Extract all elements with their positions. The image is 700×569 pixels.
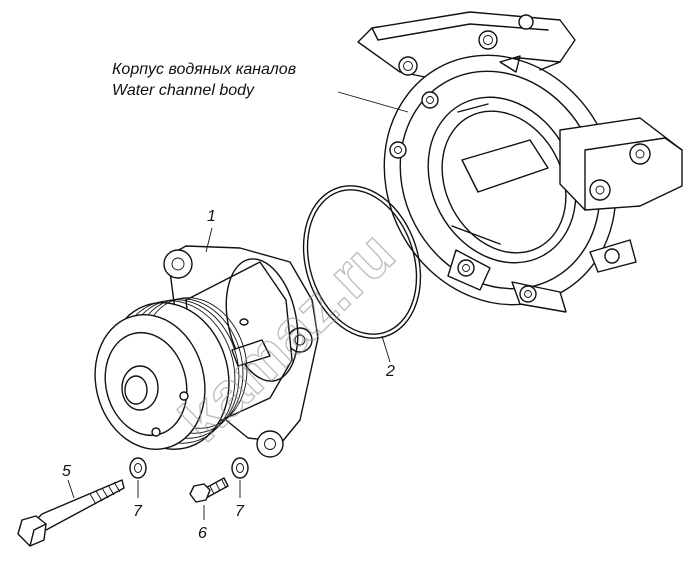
housing-title-en: Water channel body <box>112 82 255 99</box>
washer-left <box>129 457 147 479</box>
label-part-1: 1 <box>207 208 216 225</box>
o-ring <box>302 185 422 339</box>
short-bolt <box>189 477 229 503</box>
water-channel-body <box>357 11 683 313</box>
washer-right <box>231 457 249 479</box>
pump-leader-line <box>205 227 213 253</box>
label-part-7-right: 7 <box>235 503 245 520</box>
housing-title-ru: Корпус водяных каналов <box>112 61 296 78</box>
label-part-5: 5 <box>62 463 71 480</box>
long-bolt <box>17 479 125 547</box>
label-part-2: 2 <box>385 363 395 380</box>
label-part-7-left: 7 <box>133 503 143 520</box>
ring-leader-line <box>381 335 391 363</box>
housing-leader-line <box>337 91 409 113</box>
label-part-6: 6 <box>198 525 207 542</box>
bolt5-leader-line <box>67 479 75 499</box>
water-pump <box>94 245 319 458</box>
